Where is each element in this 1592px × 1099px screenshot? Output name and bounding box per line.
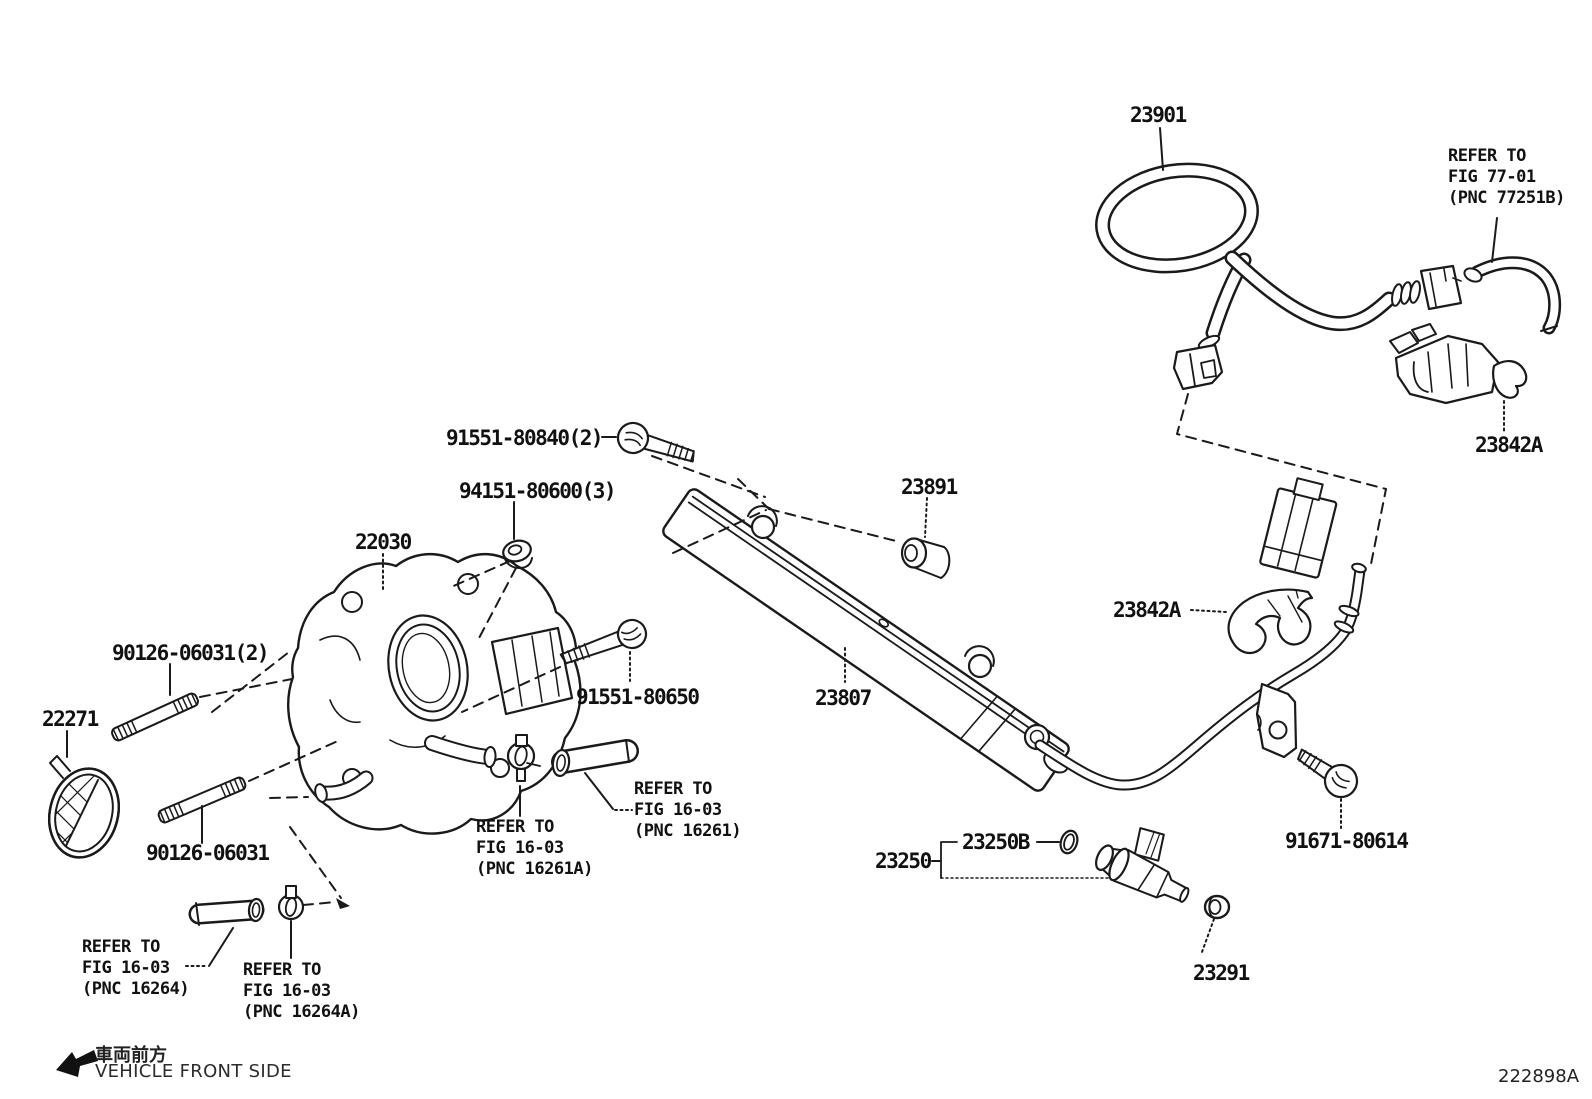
stud-90126-06031-drawing <box>157 776 247 824</box>
figure-code: 222898A <box>1498 1066 1580 1087</box>
ref-hose-77251b-drawing <box>1463 256 1562 335</box>
stud-90126-06031-pair-drawing <box>111 692 199 742</box>
ref-clamp-16261a-drawing <box>506 734 541 782</box>
clamp-23842a-top-drawing <box>1389 323 1528 405</box>
bolt-91551-80840-drawing <box>616 421 695 463</box>
fuel-rail-23807-drawing <box>662 488 1070 792</box>
part-label-94151-80600: 94151-80600(3) <box>459 479 617 503</box>
assembly-dashed-lines <box>199 393 1387 906</box>
part-label-90126-06031-2: 90126-06031(2) <box>112 641 270 665</box>
part-label-22030: 22030 <box>355 530 412 554</box>
part-label-91671-80614: 91671-80614 <box>1285 829 1409 853</box>
dotted-leader-lines <box>185 400 1505 967</box>
part-label-23891: 23891 <box>901 475 958 499</box>
throttle-body-22030-drawing <box>287 552 582 835</box>
part-label-22271: 22271 <box>42 707 99 731</box>
ref-clamp-16264a-drawing <box>277 885 305 921</box>
fuel-hose-23901-drawing <box>1095 162 1463 391</box>
ref-label-fig-16-03-16261a: REFER TO FIG 16-03 (PNC 16261A) <box>476 817 593 879</box>
injector-23250-drawing <box>1095 827 1190 903</box>
vehicle-front-label-jp: 車両前方 <box>95 1045 167 1066</box>
part-label-23807: 23807 <box>815 686 872 710</box>
bolt-91551-80650-drawing <box>559 618 648 665</box>
part-label-90126-06031: 90126-06031 <box>146 841 270 865</box>
oring-23250b-drawing <box>1059 829 1079 855</box>
part-label-23901: 23901 <box>1130 103 1187 127</box>
leader-lines <box>66 127 1498 967</box>
part-label-23842a-top: 23842A <box>1475 433 1543 457</box>
fuel-pipe-drawing <box>1034 562 1367 791</box>
part-label-23250: 23250 <box>875 849 932 873</box>
cushion-23891-drawing <box>900 537 951 579</box>
ref-hose-16261-drawing <box>551 739 639 778</box>
part-label-23842a-mid: 23842A <box>1113 598 1181 622</box>
part-label-23250b: 23250B <box>962 830 1030 854</box>
grommet-23291-drawing <box>1203 894 1231 920</box>
vehicle-front-label-en: VEHICLE FRONT SIDE <box>95 1061 292 1082</box>
ref-label-fig-16-03-16264a: REFER TO FIG 16-03 (PNC 16264A) <box>243 960 360 1022</box>
ref-label-fig-77-01: REFER TO FIG 77-01 (PNC 77251B) <box>1448 146 1565 208</box>
part-label-23291: 23291 <box>1193 961 1250 985</box>
bolt-91671-80614-drawing <box>1297 748 1359 799</box>
part-label-91551-80840: 91551-80840(2) <box>446 426 604 450</box>
ref-hose-16264-drawing <box>188 897 265 926</box>
connector-23842a-mid-drawing <box>1227 477 1338 655</box>
vehicle-front-arrow-icon <box>56 1050 98 1077</box>
part-label-91551-80650: 91551-80650 <box>576 685 700 709</box>
injector-group-bracket <box>931 841 1109 879</box>
ref-label-fig-16-03-16261: REFER TO FIG 16-03 (PNC 16261) <box>634 779 742 841</box>
assembly-arrowhead <box>336 898 350 909</box>
ref-label-fig-16-03-16264: REFER TO FIG 16-03 (PNC 16264) <box>82 937 190 999</box>
screen-22271-drawing <box>47 755 121 859</box>
nut-94151-80600-drawing <box>502 539 533 569</box>
